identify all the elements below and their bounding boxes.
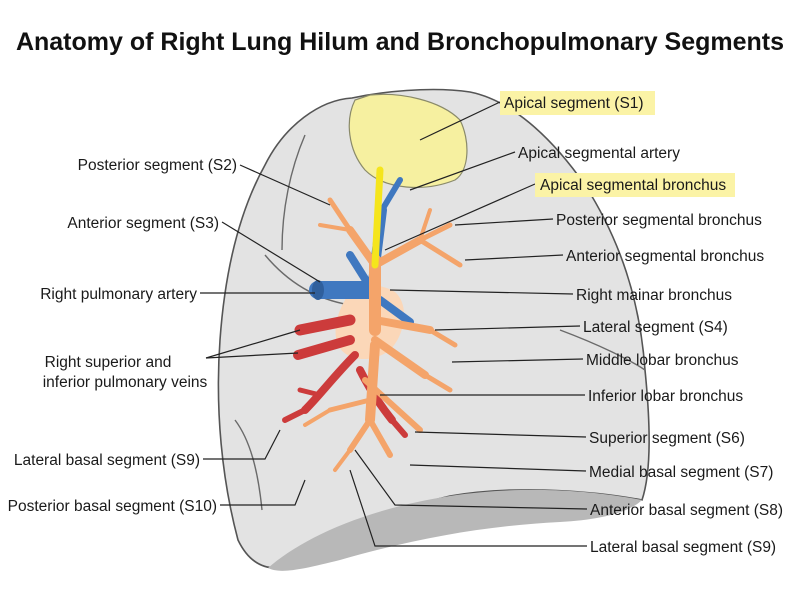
label-posterior-segmental-bronchus: Posterior segmental bronchus: [556, 212, 762, 229]
label-apical-segmental-artery: Apical segmental artery: [518, 145, 680, 162]
label-middle-lobar-bronchus: Middle lobar bronchus: [586, 352, 739, 369]
oblique-fissure: [264, 254, 351, 306]
label-anterior-segment: Anterior segment (S3): [67, 215, 219, 232]
posterior-border: [281, 134, 306, 251]
label-apical-segment: Apical segment (S1): [504, 95, 644, 112]
label-superior-segment: Superior segment (S6): [589, 430, 745, 447]
label-posterior-basal-segment: Posterior basal segment (S10): [8, 498, 217, 515]
label-apical-segmental-bronchus: Apical segmental bronchus: [540, 177, 726, 194]
leader-lines: [200, 101, 588, 547]
label-lateral-basal-segment-s9-right: Lateral basal segment (S9): [590, 539, 776, 556]
diagram-title: Anatomy of Right Lung Hilum and Bronchop…: [16, 28, 784, 56]
label-right-pulmonary-artery: Right pulmonary artery: [40, 286, 197, 303]
bronchial-tree: [303, 197, 463, 472]
apical-bronchus-highlight: [535, 173, 735, 197]
label-lateral-basal-segment-s9-left: Lateral basal segment (S9): [14, 452, 200, 469]
pulmonary-veins: [282, 314, 408, 438]
label-inferior-lobar-bronchus: Inferior lobar bronchus: [588, 388, 743, 405]
apical-segment-region: [348, 93, 468, 188]
label-right-mainar-bronchus: Right mainar bronchus: [576, 287, 732, 304]
apical-segmental-bronchus: [371, 166, 384, 269]
pulmonary-artery-opening: [312, 280, 324, 300]
diaphragm-shadow: [268, 489, 642, 571]
label-medial-basal-segment: Medial basal segment (S7): [589, 464, 773, 481]
lower-lobe-fissure: [234, 419, 263, 511]
label-pulmonary-veins-line1: Right superior and: [45, 354, 172, 371]
label-anterior-basal-segment: Anterior basal segment (S8): [590, 502, 783, 519]
label-pulmonary-veins-line2: inferior pulmonary veins: [43, 374, 208, 391]
label-posterior-segment: Posterior segment (S2): [78, 157, 237, 174]
horizontal-fissure: [559, 329, 646, 371]
label-anterior-segmental-bronchus: Anterior segmental bronchus: [566, 248, 764, 265]
apical-segment-highlight: [500, 91, 655, 115]
label-lateral-segment: Lateral segment (S4): [583, 319, 728, 336]
